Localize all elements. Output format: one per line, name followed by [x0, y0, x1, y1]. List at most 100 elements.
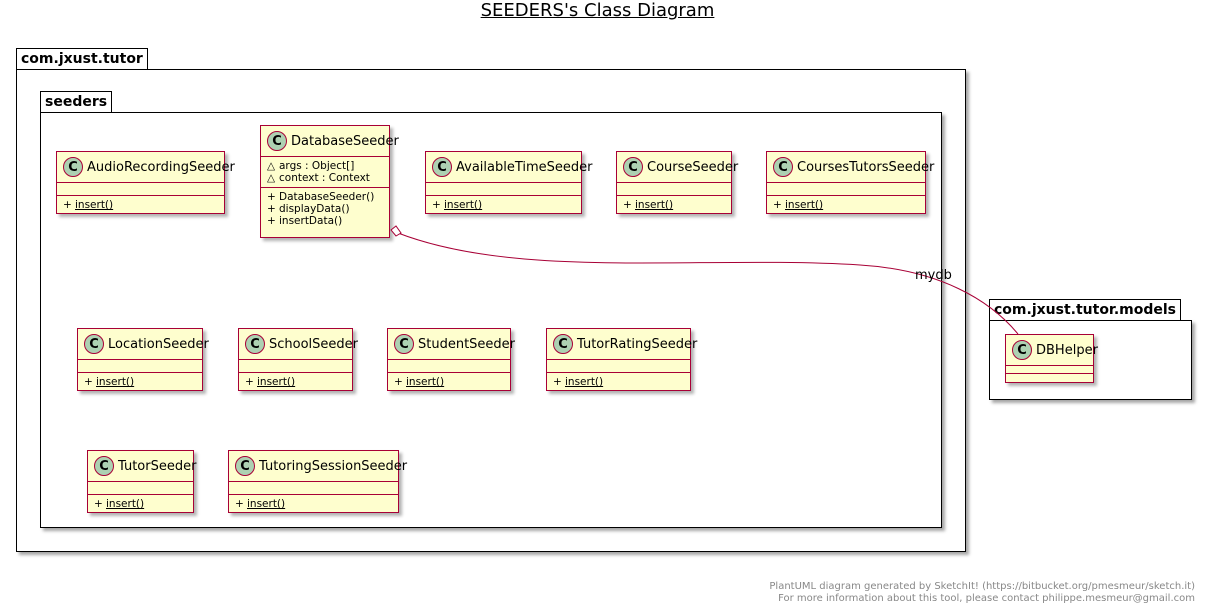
class-circle-icon: C: [245, 334, 265, 354]
footer-line-2: For more information about this tool, pl…: [778, 593, 1195, 604]
package-tab-label: com.jxust.tutor.models: [989, 299, 1182, 321]
aggregation-diamond-icon: [390, 225, 402, 237]
class-name: LocationSeeder: [108, 336, 209, 352]
class-methods: +insert(): [88, 494, 193, 513]
class-circle-icon: C: [623, 157, 643, 177]
class-methods: +insert(): [57, 195, 224, 214]
field-row: △context : Context: [267, 172, 370, 184]
public-visibility-icon: +: [267, 215, 276, 227]
class-fields: [388, 359, 510, 372]
class-name: CoursesTutorsSeeder: [797, 159, 935, 175]
diagram-title: SEEDERS's Class Diagram: [480, 0, 715, 21]
class-name: AudioRecordingSeeder: [87, 159, 235, 175]
class-circle-icon: C: [84, 334, 104, 354]
class-name: StudentSeeder: [418, 336, 516, 352]
method-row: +insert(): [773, 199, 824, 211]
class-name: CourseSeeder: [647, 159, 739, 175]
class-fields: [78, 359, 202, 372]
class-circle-icon: C: [1012, 340, 1032, 360]
public-visibility-icon: +: [773, 199, 782, 211]
aggregation-line: [397, 232, 1019, 335]
footer-line-1: PlantUML diagram generated by SketchIt! …: [769, 581, 1195, 592]
class-circle-icon: C: [432, 157, 452, 177]
class-fields: △args : Object[] △context : Context: [261, 156, 389, 187]
method-row: +insert(): [553, 376, 604, 388]
method-row: +DatabaseSeeder(): [267, 191, 375, 203]
relation-label-mydb: mydb: [915, 268, 952, 283]
public-visibility-icon: +: [245, 376, 254, 388]
method-row: +insert(): [84, 376, 135, 388]
method-row: +insert(): [394, 376, 445, 388]
public-visibility-icon: +: [553, 376, 562, 388]
package-visibility-icon: △: [267, 160, 276, 172]
class-methods: +insert(): [617, 195, 731, 214]
class-fields: [88, 481, 193, 494]
class-methods: +insert(): [547, 372, 690, 391]
method-row: +insert(): [63, 199, 114, 211]
class-fields: [239, 359, 352, 372]
package-visibility-icon: △: [267, 172, 276, 184]
class-methods: [1006, 373, 1093, 381]
public-visibility-icon: +: [235, 498, 244, 510]
class-circle-icon: C: [235, 456, 255, 476]
class-name: AvailableTimeSeeder: [456, 159, 593, 175]
class-name: TutoringSessionSeeder: [259, 458, 408, 474]
class-circle-icon: C: [94, 456, 114, 476]
class-methods: +insert(): [767, 195, 925, 214]
method-row: +insert(): [623, 199, 674, 211]
class-methods: +insert(): [426, 195, 581, 214]
public-visibility-icon: +: [84, 376, 93, 388]
public-visibility-icon: +: [432, 199, 441, 211]
method-row: +insertData(): [267, 215, 343, 227]
method-row: +insert(): [94, 498, 145, 510]
package-tab-label: seeders: [40, 91, 113, 113]
class-fields: [767, 182, 925, 195]
method-row: +insert(): [245, 376, 296, 388]
class-fields: [57, 182, 224, 195]
field-row: △args : Object[]: [267, 160, 355, 172]
public-visibility-icon: +: [267, 203, 276, 215]
class-methods: +insert(): [388, 372, 510, 391]
class-methods: +DatabaseSeeder() +displayData() +insert…: [261, 187, 389, 230]
class-circle-icon: C: [63, 157, 83, 177]
public-visibility-icon: +: [267, 191, 276, 203]
class-fields: [547, 359, 690, 372]
class-fields: [229, 481, 398, 494]
class-circle-icon: C: [267, 131, 287, 151]
public-visibility-icon: +: [63, 199, 72, 211]
public-visibility-icon: +: [623, 199, 632, 211]
class-name: TutorRatingSeeder: [577, 336, 698, 352]
public-visibility-icon: +: [394, 376, 403, 388]
class-methods: +insert(): [239, 372, 352, 391]
class-fields: [426, 182, 581, 195]
class-circle-icon: C: [773, 157, 793, 177]
method-row: +displayData(): [267, 203, 350, 215]
class-circle-icon: C: [553, 334, 573, 354]
class-fields: [1006, 365, 1093, 373]
footer: PlantUML diagram generated by SketchIt! …: [769, 581, 1195, 605]
package-tab-label: com.jxust.tutor: [16, 48, 148, 70]
class-fields: [617, 182, 731, 195]
method-row: +insert(): [432, 199, 483, 211]
class-circle-icon: C: [394, 334, 414, 354]
public-visibility-icon: +: [94, 498, 103, 510]
method-row: +insert(): [235, 498, 286, 510]
class-name: DBHelper: [1036, 342, 1098, 358]
class-name: SchoolSeeder: [269, 336, 359, 352]
class-name: TutorSeeder: [118, 458, 197, 474]
class-name: DatabaseSeeder: [291, 133, 399, 149]
class-methods: +insert(): [78, 372, 202, 391]
